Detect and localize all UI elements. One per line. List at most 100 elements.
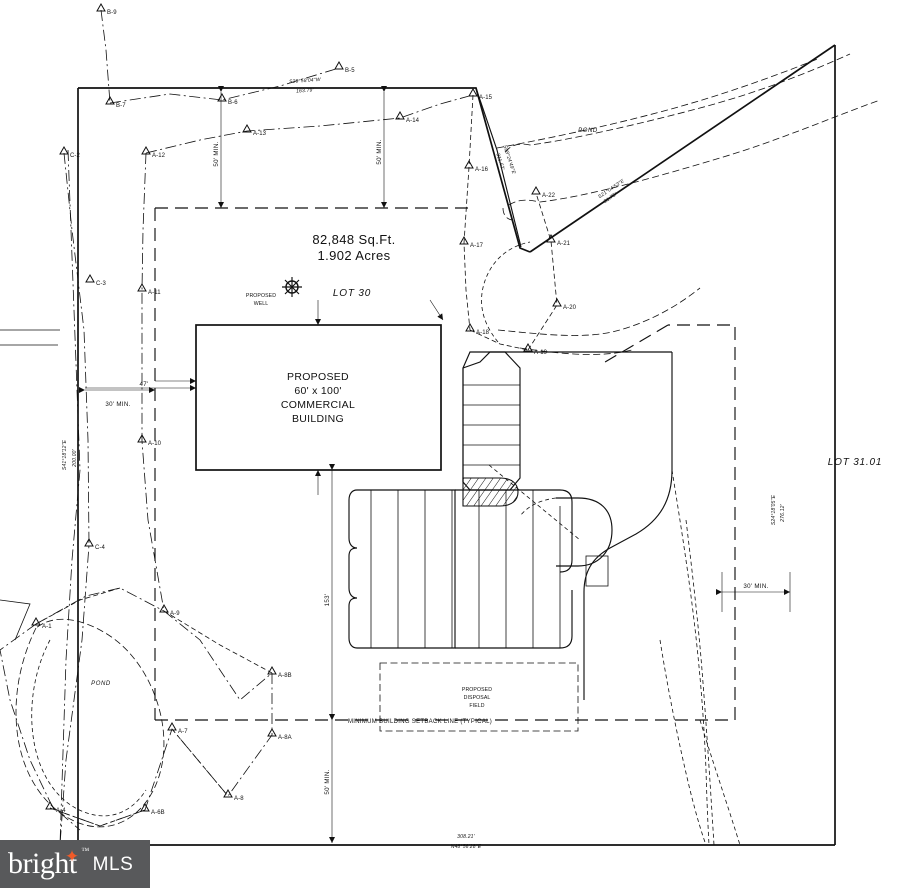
boring-symbol: [223, 788, 233, 798]
boring-symbol: [96, 2, 106, 12]
boring-label: A-21: [557, 241, 571, 247]
north-bearing-label: S29°58'04"W: [289, 77, 322, 85]
bright-mls-watermark: bright ✦ ™ MLS: [0, 840, 150, 888]
west-right-of-way: [0, 149, 81, 846]
boring-label: A-7: [178, 729, 188, 735]
boring-symbol: [137, 433, 147, 443]
boring-label: A-4: [56, 808, 66, 814]
boring-marker: A-13: [242, 123, 267, 137]
boring-label: A-18: [476, 330, 490, 336]
boring-label: C-4: [95, 545, 106, 551]
starburst-icon: ✦: [64, 847, 79, 866]
boring-marker: A-8A: [267, 727, 292, 741]
setback-north-dim-2: 50' MIN.: [376, 139, 383, 164]
boring-marker: A-22: [531, 185, 556, 199]
boring-symbol: [464, 159, 474, 169]
setback-left-dim: 47': [140, 381, 149, 388]
property-boundary: [77, 44, 836, 846]
boring-symbol: [459, 235, 469, 245]
boring-traverse-lines: [35, 9, 558, 846]
boring-symbol: [141, 145, 151, 155]
boring-marker: A-20: [552, 297, 577, 311]
far-east-bearing-label: S24°18'05"E: [771, 494, 777, 525]
far-east-distance-label: 276.12': [780, 503, 786, 522]
watermark-brand: bright ✦ ™: [8, 847, 89, 879]
boring-marker: B-9: [96, 2, 117, 16]
boring-marker: A-14: [395, 110, 420, 124]
parking-stalls-south: [370, 490, 561, 648]
boring-label: C-3: [96, 281, 107, 287]
boring-symbol: [468, 87, 478, 97]
boring-marker: A-12: [141, 145, 166, 159]
boring-marker: C-3: [85, 273, 107, 287]
boring-label: A-10: [148, 441, 162, 447]
building-label-line3: COMMERCIAL: [281, 399, 355, 411]
well-label-line1: PROPOSED: [246, 293, 276, 299]
boring-marker: A-8: [223, 788, 244, 802]
boring-label: B-9: [107, 10, 117, 16]
boring-marker: B-6: [217, 92, 238, 106]
boring-marker: A-15: [468, 87, 493, 101]
boring-symbol: [552, 297, 562, 307]
watermark-suffix: MLS: [92, 853, 134, 875]
boring-symbol: [546, 233, 556, 243]
lot-name: LOT 30: [333, 288, 371, 299]
boring-symbol: [140, 802, 150, 812]
boring-symbol: [531, 185, 541, 195]
boring-marker: A-10: [137, 433, 162, 447]
boring-marker: C-2: [59, 145, 80, 159]
boring-marker: A-16: [464, 159, 489, 173]
boring-marker: A-11: [137, 282, 161, 296]
boring-label: A-16: [475, 167, 489, 173]
setback-north-dim: 50' MIN.: [213, 141, 220, 166]
boring-symbol: [85, 273, 95, 283]
adjacent-lot-name: LOT 31.01: [828, 457, 882, 468]
boring-label: B-6: [228, 100, 238, 106]
boring-label: A-8A: [278, 735, 292, 741]
south-distance-label: 308.21': [457, 834, 475, 840]
boring-marker: A-1: [31, 616, 52, 630]
boring-label: B-7: [116, 103, 126, 109]
boring-label: A-11: [148, 290, 161, 296]
boring-symbol: [137, 282, 147, 292]
boring-symbol: [395, 110, 405, 120]
boring-symbol: [267, 665, 277, 675]
boring-marker: B-5: [334, 60, 355, 74]
west-distance-label: 200.00': [72, 448, 78, 467]
boring-label: A-19: [534, 350, 548, 356]
boring-marker: A-8B: [267, 665, 292, 679]
boring-label: A-17: [470, 243, 484, 249]
boring-label: A-15: [479, 95, 493, 101]
boring-label: A-22: [542, 193, 556, 199]
building-label-line2: 60' x 100': [294, 385, 341, 397]
setback-right-dim: 30' MIN.: [743, 583, 768, 590]
setback-note: MINIMUM BUILDING SETBACK LINE (TYPICAL): [348, 719, 492, 725]
proposed-well-symbol: [282, 277, 302, 297]
boring-marker: A-4: [45, 800, 66, 814]
lot-area-acres: 1.902 Acres: [317, 248, 390, 263]
boring-symbol: [242, 123, 252, 133]
pond-label-northeast: POND: [578, 128, 598, 134]
boring-label: A-9: [170, 611, 180, 617]
building-label-line1: PROPOSED: [287, 371, 349, 383]
boring-label: B-5: [345, 68, 355, 74]
well-label-line2: WELL: [254, 301, 269, 307]
pond-label-southwest: POND: [91, 681, 111, 687]
boring-marker: A-21: [546, 233, 571, 247]
disposal-field-line1: PROPOSED: [462, 687, 492, 693]
disposal-field-line2: DISPOSAL: [464, 695, 491, 701]
boring-marker: A-9: [159, 603, 180, 617]
parking-stalls-north: [463, 384, 520, 466]
boring-label: A-8B: [278, 673, 292, 679]
boring-label: A-1: [42, 624, 52, 630]
building-label-line4: BUILDING: [292, 413, 344, 425]
boring-symbol: [523, 342, 533, 352]
boring-symbol: [334, 60, 344, 70]
parking-and-drive: [348, 351, 673, 700]
contours-and-drainage: [0, 53, 881, 846]
lot-area-sqft: 82,848 Sq.Ft.: [312, 232, 395, 247]
hatched-loading-area: [462, 477, 519, 507]
boring-symbol: [167, 721, 177, 731]
boring-symbol: [59, 145, 69, 155]
north-distance-label: 163.79': [296, 87, 315, 94]
